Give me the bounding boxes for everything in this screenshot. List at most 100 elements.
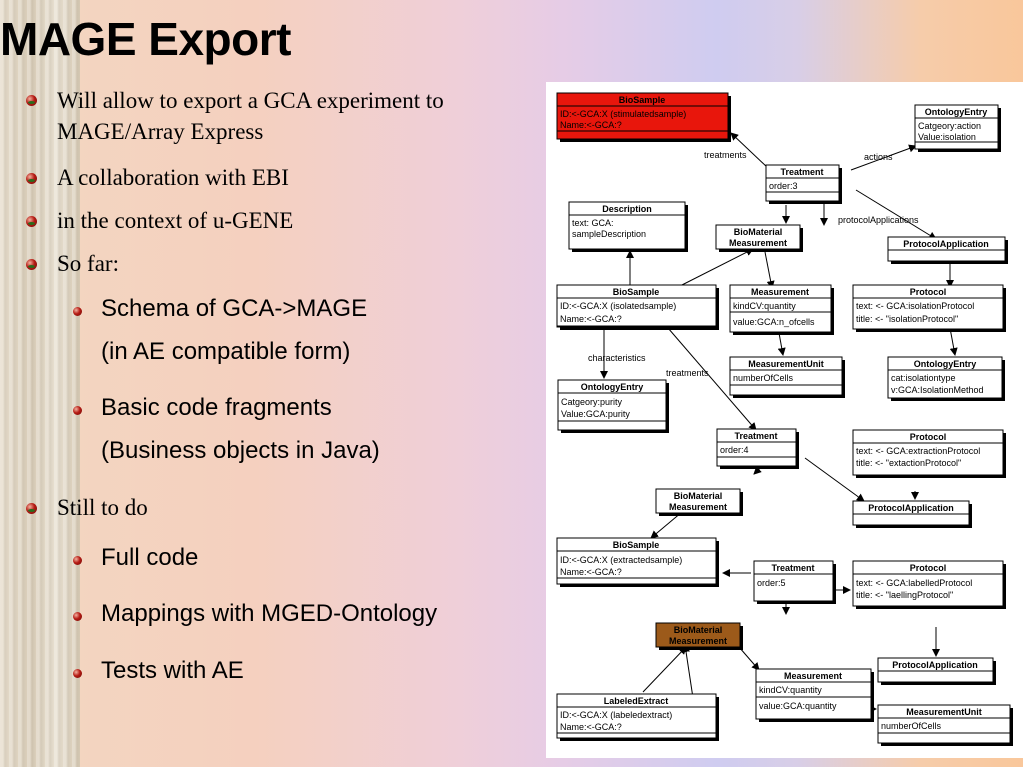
ontology-entry-isolation-box: OntologyEntry cat:isolationtype v:GCA:Is… [887, 356, 1005, 401]
bullet-text: Still to do [57, 495, 148, 520]
box-attr: numberOfCells [881, 721, 942, 731]
box-attr: Name:<-GCA:? [560, 120, 622, 130]
bullet-text: in the context of u-GENE [57, 208, 294, 233]
box-attr: ID:<-GCA:X (labeledextract) [560, 710, 672, 720]
edge-label-treatments: treatments [704, 150, 747, 160]
box-attr: title: <- "extactionProtocol" [856, 458, 961, 468]
biosample-extracted-box: BioSample ID:<-GCA:X (extractedsample) N… [556, 537, 719, 587]
box-title: BioSample [619, 95, 666, 105]
box-title: LabeledExtract [604, 696, 669, 706]
box-attr: sampleDescription [572, 229, 646, 239]
box-attr: kindCV:quantity [733, 301, 796, 311]
box-attr: Value:isolation [918, 132, 976, 142]
box-title: ProtocolApplication [903, 239, 989, 249]
box-title: Measurement [669, 502, 727, 512]
box-attr: ID:<-GCA:X (extractedsample) [560, 555, 682, 565]
description-box: Description text: GCA: sampleDescription [568, 201, 688, 252]
subbullet-icon [73, 669, 82, 678]
box-attr: numberOfCells [733, 373, 794, 383]
box-title: BioMaterial [734, 227, 783, 237]
measurement-box: Measurement kindCV:quantity value:GCA:qu… [755, 668, 874, 722]
subbullet-icon [73, 612, 82, 621]
box-attr: title: <- "laellingProtocol" [856, 590, 953, 600]
box-title: OntologyEntry [581, 382, 644, 392]
measurement-unit-box: MeasurementUnit numberOfCells [729, 356, 845, 398]
box-title: Measurement [784, 671, 842, 681]
bullet-icon [26, 503, 37, 514]
bullet-icon [26, 259, 37, 270]
box-title: ProtocolApplication [868, 503, 954, 513]
box-attr: value:GCA:quantity [759, 701, 837, 711]
protocol-extraction-box: Protocol text: <- GCA:extractionProtocol… [852, 429, 1006, 478]
biomaterial-measurement-box: BioMaterial Measurement [655, 488, 743, 516]
protocol-application-box: ProtocolApplication [852, 500, 972, 528]
ontology-entry-purity-box: OntologyEntry Catgeory:purity Value:GCA:… [557, 379, 669, 433]
box-title: Protocol [910, 432, 947, 442]
wood-texture-strip [0, 0, 80, 767]
box-title: OntologyEntry [925, 107, 988, 117]
bullet-icon [26, 95, 37, 106]
box-title: BioMaterial [674, 625, 723, 635]
box-attr: v:GCA:IsolationMethod [891, 385, 984, 395]
edge-label-protocol-applications: protocolApplications [838, 215, 919, 225]
box-title: Measurement [729, 238, 787, 248]
box-attr: text: <- GCA:isolationProtocol [856, 301, 974, 311]
box-attr: Catgeory:purity [561, 397, 623, 407]
box-title: BioMaterial [674, 491, 723, 501]
box-title: Description [602, 204, 652, 214]
biosample-stimulated-box: BioSample ID:<-GCA:X (stimulatedsample) … [556, 92, 731, 142]
box-title: MeasurementUnit [748, 359, 824, 369]
box-title: ProtocolApplication [892, 660, 978, 670]
subbullet-line: (Business objects in Java) [101, 437, 380, 464]
protocol-application-box: ProtocolApplication [887, 236, 1008, 264]
box-attr: Name:<-GCA:? [560, 567, 622, 577]
bullet-line: Will allow to export a GCA experiment to [57, 88, 444, 113]
box-attr: Name:<-GCA:? [560, 314, 622, 324]
measurement-unit-box: MeasurementUnit numberOfCells [877, 704, 1013, 746]
bullet-icon [26, 216, 37, 227]
box-attr: ID:<-GCA:X (stimulatedsample) [560, 109, 686, 119]
box-title: BioSample [613, 540, 660, 550]
protocol-labelled-box: Protocol text: <- GCA:labelledProtocol t… [852, 560, 1006, 609]
edge-label-treatments: treatments [666, 368, 709, 378]
bullet-line: MAGE/Array Express [57, 119, 264, 144]
box-title: Treatment [771, 563, 814, 573]
subbullet-icon [73, 406, 82, 415]
ontology-entry-action-box: OntologyEntry Catgeory:action Value:isol… [914, 104, 1001, 152]
slide-title: MAGE Export [0, 13, 291, 65]
treatment-order5-box: Treatment order:5 [753, 560, 836, 604]
bullet-icon [26, 173, 37, 184]
subbullet-icon [73, 307, 82, 316]
protocol-isolation-box: Protocol text: <- GCA:isolationProtocol … [852, 284, 1006, 332]
box-attr: value:GCA:n_ofcells [733, 317, 815, 327]
biomaterial-measurement-box: BioMaterial Measurement [715, 224, 803, 252]
box-attr: Catgeory:action [918, 121, 981, 131]
box-attr: order:4 [720, 445, 749, 455]
subbullet-text: Schema of GCA->MAGE (in AE compatible fo… [101, 294, 367, 367]
subbullet-text: Mappings with MGED-Ontology [101, 600, 438, 627]
box-attr: Value:GCA:purity [561, 409, 630, 419]
measurement-box: Measurement kindCV:quantity value:GCA:n_… [729, 284, 834, 335]
uml-diagram-svg: treatments actions protocolApplications … [556, 92, 1013, 746]
treatment-order3-box: Treatment order:3 [765, 164, 842, 204]
bullet-text: Will allow to export a GCA experiment to… [57, 85, 444, 147]
uml-diagram: treatments actions protocolApplications … [546, 82, 1023, 758]
box-attr: kindCV:quantity [759, 685, 822, 695]
labeled-extract-box: LabeledExtract ID:<-GCA:X (labeledextrac… [556, 693, 719, 741]
box-title: Treatment [734, 431, 777, 441]
protocol-application-box: ProtocolApplication [877, 657, 996, 685]
box-attr: text: GCA: [572, 218, 614, 228]
bullet-text: A collaboration with EBI [57, 165, 289, 190]
box-attr: order:3 [769, 181, 798, 191]
biomaterial-measurement-labelled-box: BioMaterial Measurement [655, 622, 743, 650]
box-title: Treatment [780, 167, 823, 177]
edge-label-characteristics: characteristics [588, 353, 646, 363]
box-attr: cat:isolationtype [891, 373, 956, 383]
box-title: Measurement [669, 636, 727, 646]
subbullet-icon [73, 556, 82, 565]
edge-label-actions: actions [864, 152, 893, 162]
box-attr: order:5 [757, 578, 786, 588]
subbullet-line: (in AE compatible form) [101, 338, 351, 365]
box-attr: text: <- GCA:labelledProtocol [856, 578, 972, 588]
box-attr: Name:<-GCA:? [560, 722, 622, 732]
